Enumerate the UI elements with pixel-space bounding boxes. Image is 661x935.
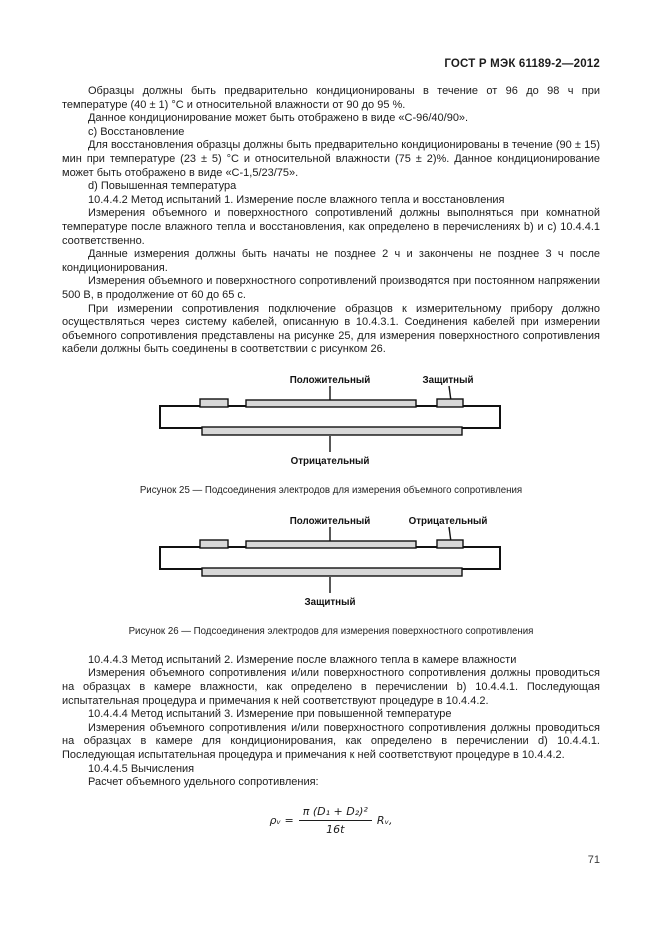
- figure-26-caption: Рисунок 26 — Подсоединения электродов дл…: [128, 625, 534, 637]
- top-left-electrode: [199, 539, 229, 549]
- formula-denominator: 16t: [326, 822, 345, 836]
- clause-heading-10-4-4-5: 10.4.4.5 Вычисления: [88, 762, 195, 775]
- substrate-board: [159, 545, 501, 570]
- formula-lhs: ρᵥ =: [269, 813, 294, 827]
- clause-heading-10-4-4-3: 10.4.4.3 Метод испытаний 2. Измерение по…: [88, 653, 517, 666]
- figure-26: Положительный Отрицательный Защитный Рис…: [62, 513, 600, 638]
- body-paragraph: Измерения объемного сопротивления и/или …: [62, 721, 600, 762]
- figure-25-caption: Рисунок 25 — Подсоединения электродов дл…: [139, 484, 523, 496]
- electrode-label-negative: Отрицательный: [291, 456, 370, 467]
- list-item-d-elevated-temp: d) Повышенная температура: [88, 180, 237, 193]
- volume-resistivity-formula: ρᵥ = π (D₁ + D₂)² 16t Rᵥ,: [62, 805, 600, 836]
- electrode-label-positive: Положительный: [290, 375, 371, 386]
- body-paragraph: При измерении сопротивления подключение …: [62, 302, 600, 356]
- positive-electrode: [245, 540, 417, 549]
- top-left-electrode: [199, 398, 229, 408]
- body-paragraph: Образцы должны быть предварительно конди…: [62, 85, 600, 111]
- substrate-board: [159, 404, 501, 429]
- list-item-c-recovery: c) Восстановление: [88, 125, 185, 138]
- body-paragraph: Данное кондиционирование может быть отоб…: [88, 112, 469, 125]
- body-paragraph: Измерения объемного и поверхностного соп…: [62, 207, 600, 247]
- figure-25: Положительный Защитный Отрицательный Рис…: [62, 372, 600, 497]
- positive-electrode: [245, 399, 417, 408]
- formula-numerator: π (D₁ + D₂)²: [298, 805, 372, 821]
- guard-electrode: [436, 398, 464, 408]
- page-number: 71: [587, 853, 600, 866]
- negative-electrode: [436, 539, 464, 549]
- body-paragraph: Измерения объемного и поверхностного соп…: [62, 275, 600, 301]
- guard-electrode: [201, 567, 463, 577]
- electrode-label-positive: Положительный: [290, 516, 371, 527]
- body-paragraph: Данные измерения должны быть начаты не п…: [62, 248, 600, 274]
- formula-rhs: Rᵥ,: [376, 813, 393, 827]
- electrode-label-guard: Защитный: [423, 375, 474, 386]
- clause-heading-10-4-4-4: 10.4.4.4 Метод испытаний 3. Измерение пр…: [88, 708, 452, 721]
- document-code: ГОСТ Р МЭК 61189-2—2012: [444, 58, 600, 70]
- figure-25-diagram: Положительный Защитный Отрицательный: [159, 375, 501, 467]
- body-paragraph: Для восстановления образцы должны быть п…: [62, 139, 600, 179]
- clause-heading-10-4-4-2: 10.4.4.2 Метод испытаний 1. Измерение по…: [88, 193, 505, 206]
- figure-26-diagram: Положительный Отрицательный Защитный: [159, 516, 501, 608]
- negative-electrode: [201, 426, 463, 436]
- body-paragraph: Расчет объемного удельного сопротивления…: [88, 776, 319, 789]
- electrode-label-negative: Отрицательный: [409, 516, 488, 527]
- electrode-label-guard: Защитный: [305, 597, 356, 608]
- formula-fraction: π (D₁ + D₂)² 16t: [298, 805, 372, 836]
- body-paragraph: Измерения объемного сопротивления и/или …: [62, 667, 600, 707]
